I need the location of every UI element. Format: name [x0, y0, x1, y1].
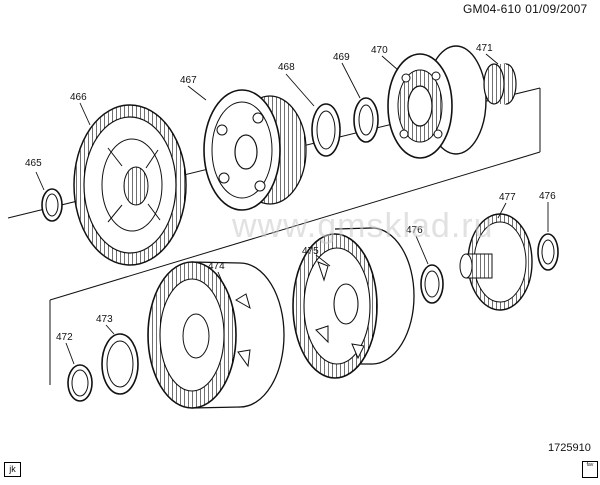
part-471-sun-gear [483, 63, 517, 105]
lower-axis-line [49, 151, 541, 301]
callout-477: 477 [499, 192, 516, 203]
part-466-input-drum [73, 104, 187, 266]
callout-476-upper: 476 [539, 191, 556, 202]
callout-476-lower: 476 [406, 225, 423, 236]
callout-472: 472 [56, 332, 73, 343]
callout-471: 471 [476, 43, 493, 54]
callout-474: 474 [208, 261, 225, 272]
callout-leaders [35, 53, 549, 365]
callout-475: 475 [302, 246, 319, 257]
part-477-reaction-gear [459, 213, 533, 311]
figure-number: 1725910 [548, 442, 591, 454]
callout-467: 467 [180, 75, 197, 86]
callout-473: 473 [96, 314, 113, 325]
document-code: GM04-610 [463, 2, 522, 16]
part-473-thrust-bearing [101, 333, 139, 395]
document-date: 01/09/2007 [525, 2, 588, 16]
part-469-thrust-bearing [353, 97, 379, 143]
callout-469: 469 [333, 52, 350, 63]
part-467-clutch-housing [203, 89, 307, 211]
part-468-thrust-washer [311, 103, 341, 157]
callout-470: 470 [371, 45, 388, 56]
part-465-thrust-washer [41, 188, 63, 222]
callout-labels: 465 466 467 468 469 470 471 472 473 474 … [25, 43, 556, 343]
callout-465: 465 [25, 158, 42, 169]
callout-468: 468 [278, 62, 295, 73]
part-470-planetary-carrier [387, 45, 487, 159]
fav-icon[interactable]: fav [582, 461, 598, 478]
part-476-thrust-washer-lower [420, 264, 444, 304]
part-472-thrust-washer [67, 364, 93, 402]
part-474-internal-ring-gear [147, 261, 285, 409]
callout-466: 466 [70, 92, 87, 103]
part-476-thrust-washer-upper [537, 233, 559, 271]
part-475-clutch-drum [292, 227, 415, 379]
initials-tag: jk [4, 462, 21, 477]
